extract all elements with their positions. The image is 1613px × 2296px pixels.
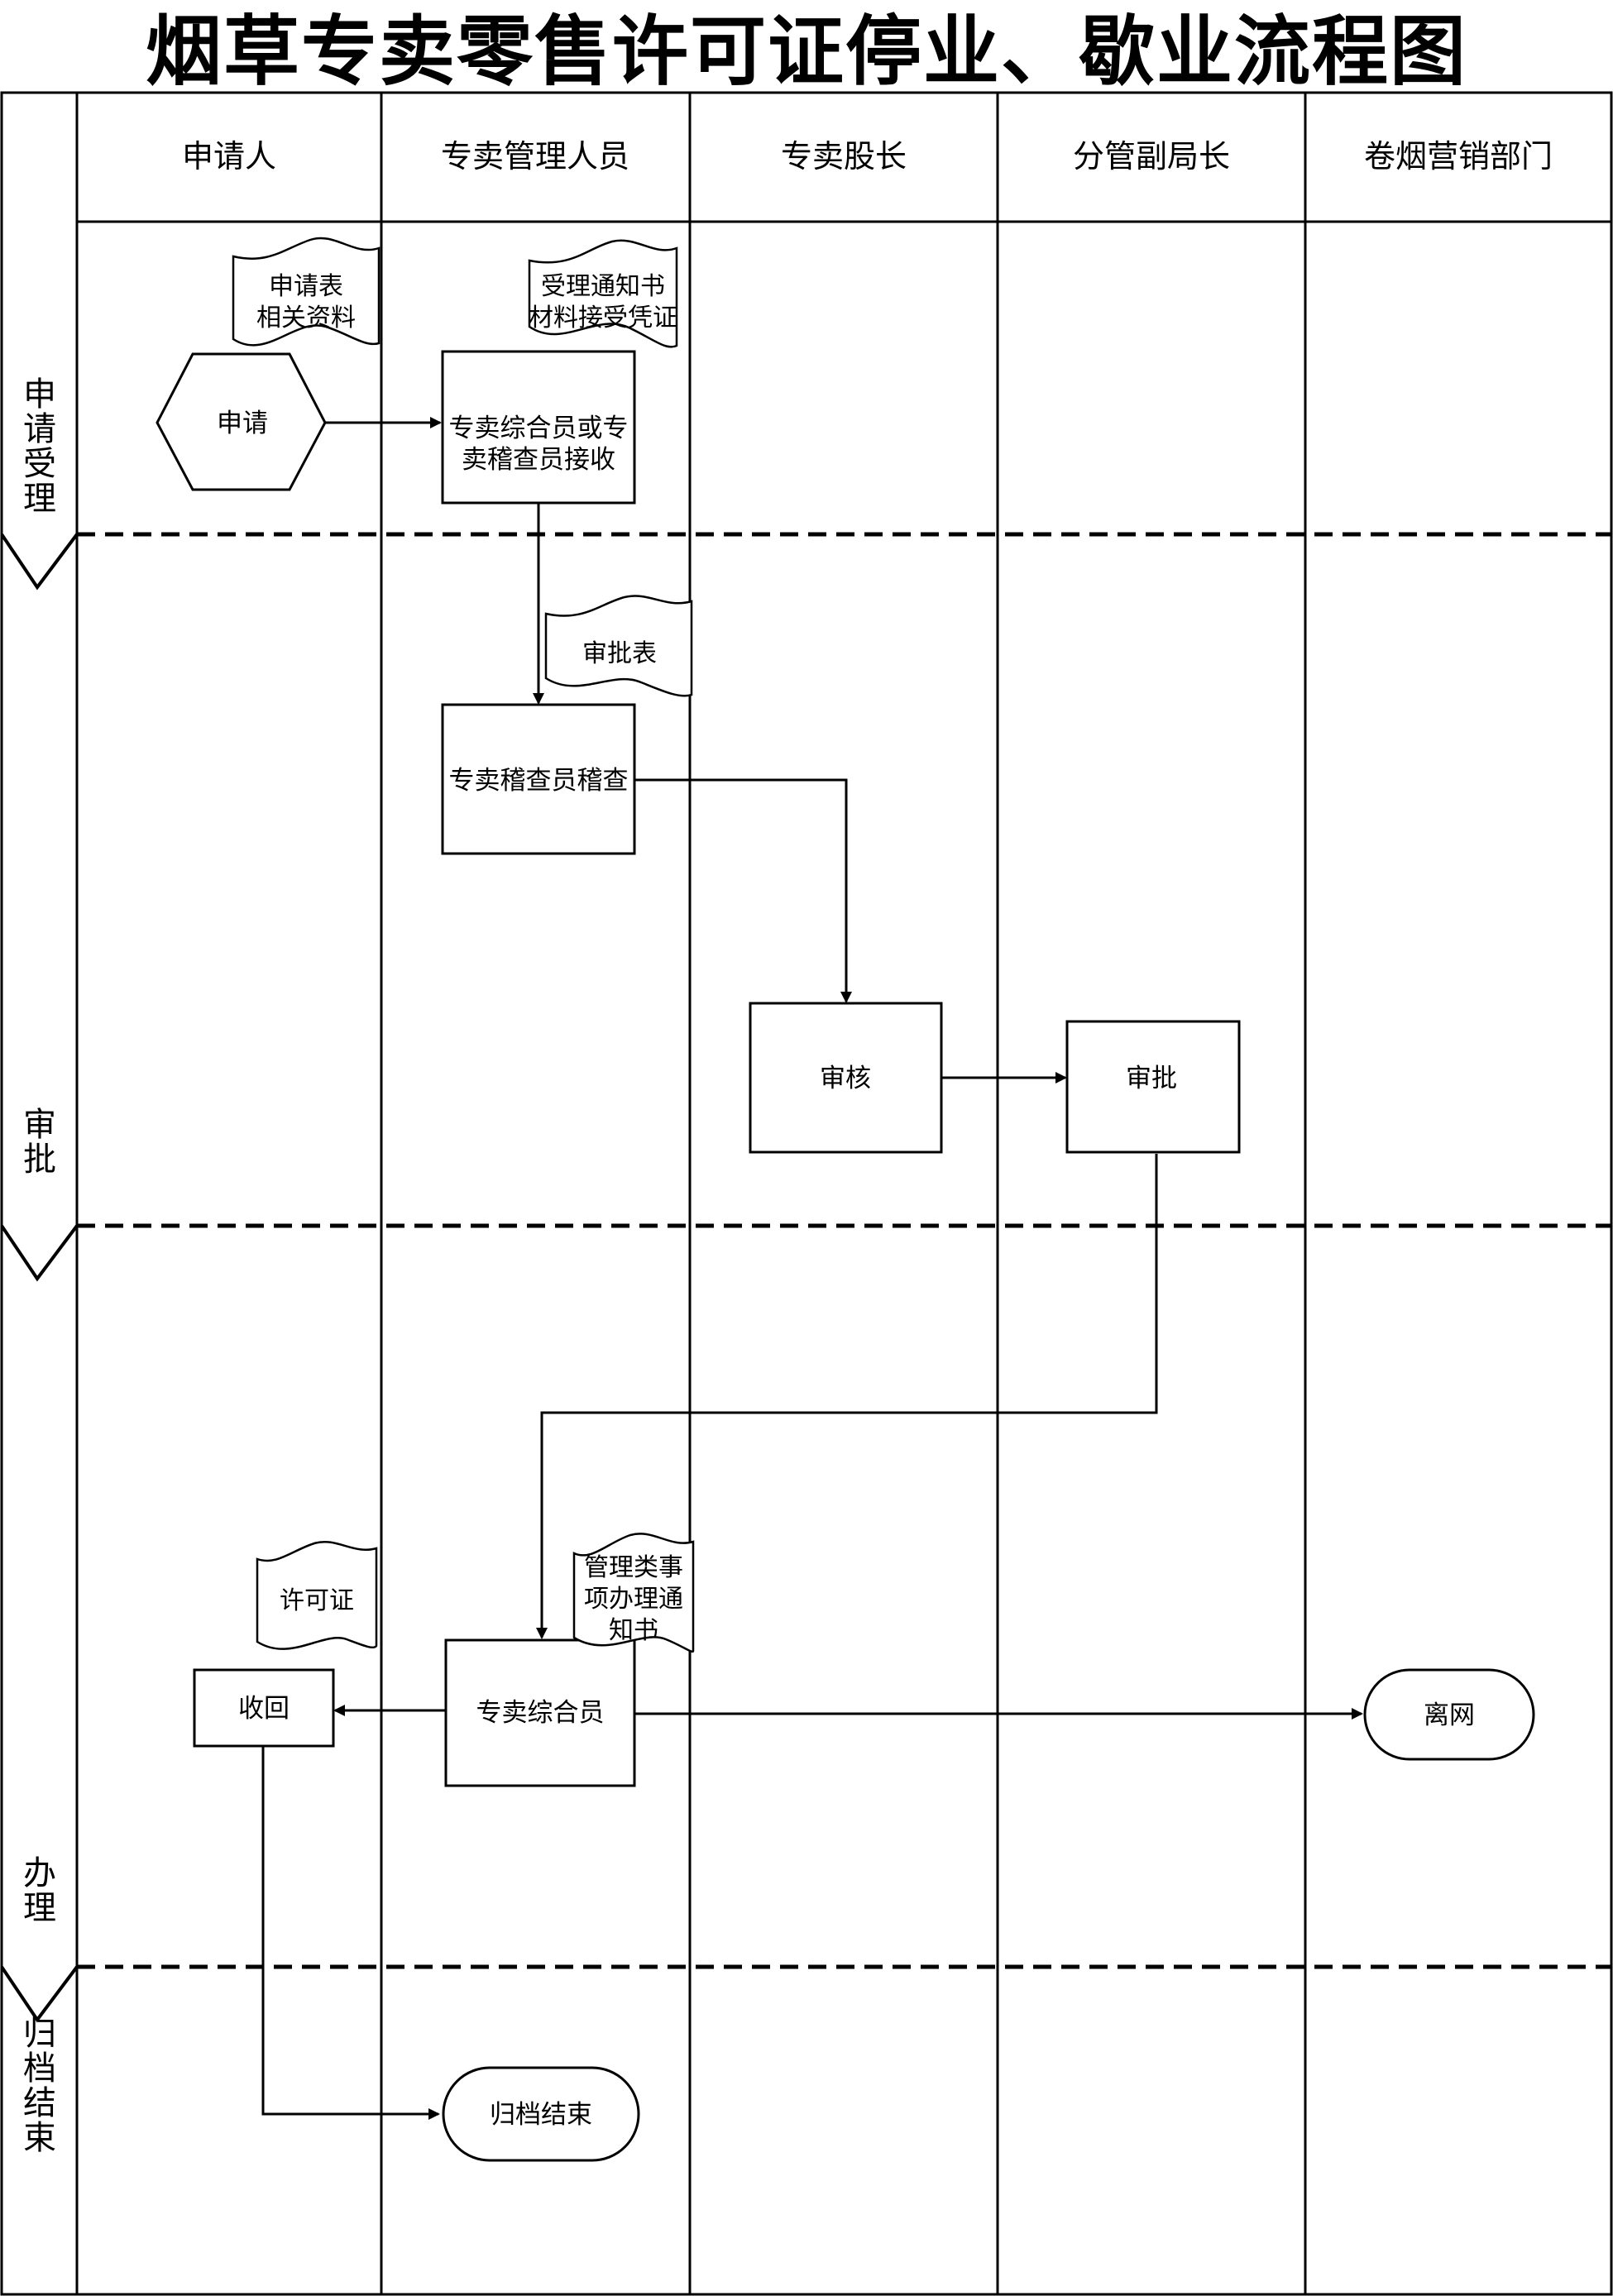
svg-text:办理: 办理	[23, 1854, 56, 1927]
phase-label-char: 束	[23, 2119, 56, 2157]
chevron-down-icon	[0, 1965, 79, 2023]
lane-header-section-chief: 专卖股长	[781, 138, 907, 175]
lane-header-applicant: 申请人	[182, 138, 276, 175]
doc-license	[256, 1541, 378, 1650]
doc-acceptance-line2: 材料接受凭证	[529, 304, 677, 332]
arrow-approve-to-handle	[536, 1154, 1158, 1639]
approve-label: 审批	[1126, 1064, 1177, 1093]
arrow-revoke-to-archive	[261, 1747, 440, 2120]
apply-node	[156, 352, 327, 491]
receive-node	[441, 350, 636, 505]
lane-header-marketing-dept: 卷烟营销部门	[1364, 138, 1553, 175]
document-labels: 申请表 相关资料 受理通知书 材料接受凭证 审批表 管理类事 项办理通 知书 许…	[256, 272, 683, 1645]
handle-label: 专卖综合员	[476, 1698, 605, 1728]
swimlane-grid	[0, 91, 1613, 2296]
page-title: 烟草专卖零售许可证停业、歇业流程图	[145, 6, 1467, 96]
phase-label-char: 请	[23, 410, 56, 448]
phase-label-char: 归	[23, 2015, 56, 2053]
inspect-node	[441, 703, 636, 855]
doc-application	[232, 237, 381, 347]
phase-label-char: 审	[23, 1106, 56, 1144]
doc-approval-form-label: 审批表	[582, 639, 657, 668]
phase-labels: 申请受理 审批 办理 归档结束	[23, 375, 56, 2157]
phase-label-handling: 办理	[23, 1854, 56, 1927]
phase-label-char: 理	[23, 480, 56, 518]
receive-label-line1: 专卖综合员或专	[449, 414, 629, 443]
document-shapes	[232, 237, 695, 1653]
node-labels: 申请 专卖综合员或专 卖稽查员接收 专卖稽查员稽查 审核 审批 专卖综合员 收回…	[217, 409, 1475, 2130]
doc-license-label: 许可证	[280, 1586, 354, 1615]
doc-handling-notice	[572, 1533, 695, 1653]
doc-handling-notice-line1: 管理类事	[584, 1553, 683, 1582]
receive-label-line2: 卖稽查员接收	[462, 445, 615, 475]
archive-node	[442, 2066, 640, 2162]
apply-label: 申请	[217, 409, 268, 438]
offline-label: 离网	[1424, 1700, 1475, 1730]
doc-application-line2: 相关资料	[256, 304, 356, 332]
svg-text:申请受理: 申请受理	[23, 375, 56, 518]
inspect-label: 专卖稽查员稽查	[449, 766, 629, 796]
doc-handling-notice-line3: 知书	[609, 1616, 658, 1645]
phase-label-char: 申	[23, 375, 56, 414]
svg-text:归档结束: 归档结束	[23, 2015, 56, 2157]
chevron-down-icon	[0, 533, 79, 591]
review-node	[749, 1002, 943, 1154]
phase-label-approval: 审批	[23, 1106, 56, 1179]
phase-label-char: 档	[23, 2050, 56, 2088]
lane-header-admin-staff: 专卖管理人员	[441, 138, 629, 175]
phase-label-application: 申请受理	[23, 375, 56, 518]
chevron-down-icon	[0, 1224, 79, 1282]
review-label: 审核	[820, 1064, 871, 1093]
approve-node	[1065, 1020, 1241, 1154]
revoke-node	[193, 1668, 335, 1748]
doc-handling-notice-line2: 项办理通	[584, 1585, 683, 1614]
phase-label-archive: 归档结束	[23, 2015, 56, 2157]
doc-acceptance	[528, 239, 678, 348]
offline-node	[1363, 1668, 1535, 1761]
phase-separators	[77, 532, 1611, 1969]
svg-text:审批: 审批	[23, 1106, 56, 1179]
process-nodes	[156, 350, 1535, 2162]
doc-approval-form	[544, 595, 693, 697]
doc-application-line1: 申请表	[269, 272, 343, 301]
connectors	[261, 417, 1363, 2120]
lane-header-deputy-director: 分管副局长	[1073, 138, 1230, 175]
outer-frame	[0, 91, 1613, 2296]
arrow-inspect-to-review	[634, 778, 852, 1003]
phase-label-char: 结	[23, 2084, 56, 2122]
archive-label: 归档结束	[490, 2100, 592, 2130]
phase-chevrons	[0, 533, 79, 2023]
lane-headers: 申请人 专卖管理人员 专卖股长 分管副局长 卷烟营销部门	[182, 138, 1553, 175]
phase-label-char: 理	[23, 1889, 56, 1927]
revoke-label: 收回	[238, 1694, 290, 1724]
phase-label-char: 批	[23, 1141, 56, 1179]
phase-label-char: 办	[23, 1854, 56, 1892]
phase-label-char: 受	[23, 445, 56, 483]
doc-acceptance-line1: 受理通知书	[541, 272, 665, 301]
handle-node	[444, 1638, 636, 1787]
